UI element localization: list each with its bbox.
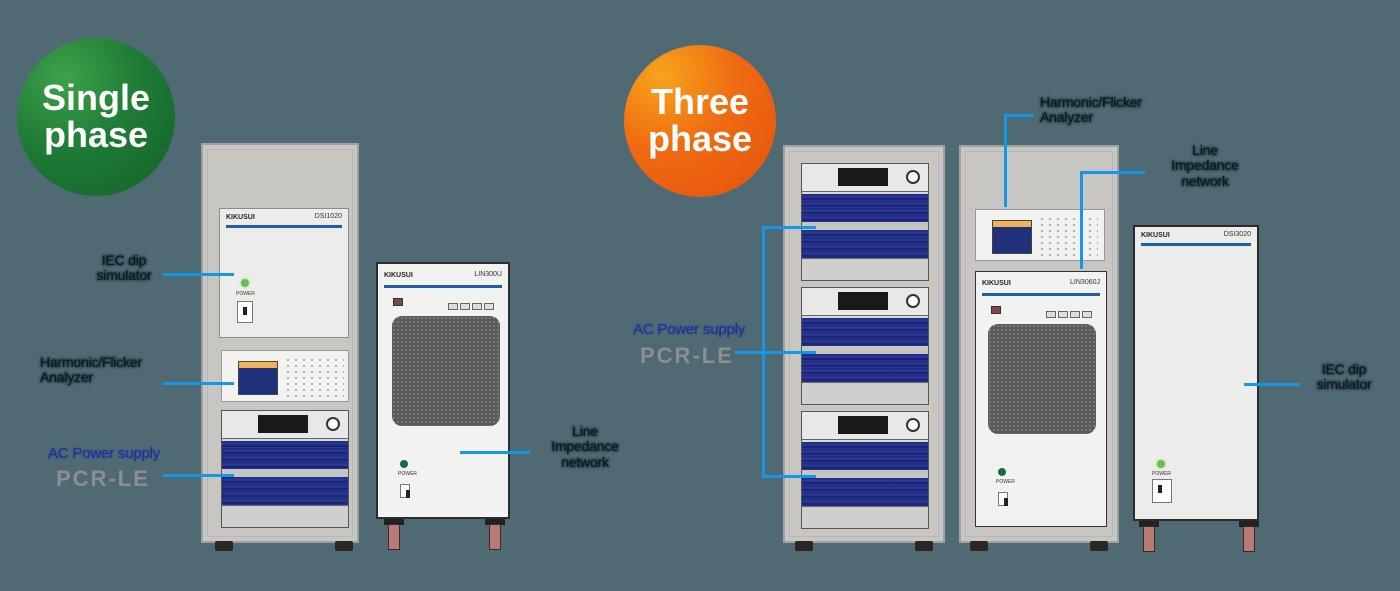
ventilation-grille <box>988 324 1096 434</box>
brand-logo: KIKUSUI <box>982 280 1011 287</box>
ventilation-grille <box>392 316 500 426</box>
three-phase-lin-rack: KIKUSUI LIN3060J POWER <box>959 145 1119 543</box>
model-label: LIN3060J <box>1070 279 1100 286</box>
power-switch[interactable] <box>1152 479 1172 503</box>
harmonic-flicker-analyzer <box>975 209 1105 261</box>
power-label: POWER <box>996 479 1015 485</box>
line-impedance-network-unit: KIKUSUI LIN300U POWER <box>376 262 510 519</box>
three-phase-psu-rack <box>783 145 945 543</box>
ac-power-supply-2 <box>801 287 929 405</box>
ac-power-supply <box>221 410 349 528</box>
single-phase-badge: Single phase <box>17 38 175 196</box>
power-switch[interactable] <box>998 492 1008 506</box>
badge-text: Three <box>650 81 750 123</box>
ac-power-supply-3 <box>801 411 929 529</box>
power-led-icon <box>1157 460 1165 468</box>
dip-simulator-unit: KIKUSUI DSI3020 POWER <box>1133 225 1259 521</box>
harmonic-flicker-analyzer <box>221 350 349 402</box>
power-label: POWER <box>398 471 417 477</box>
model-label: LIN300U <box>474 271 502 278</box>
brand-logo: KIKUSUI <box>226 214 255 221</box>
power-switch[interactable] <box>237 301 253 323</box>
callout-ac-supply: AC Power supply <box>633 321 746 338</box>
power-led-icon <box>400 460 408 468</box>
brand-logo: KIKUSUI <box>1141 232 1170 239</box>
badge-text: phase <box>647 118 753 159</box>
line-impedance-network-unit: KIKUSUI LIN3060J POWER <box>975 271 1107 527</box>
ac-supply-model: PCR-LE <box>56 466 150 491</box>
power-led-icon <box>241 279 249 287</box>
power-switch[interactable] <box>400 484 410 498</box>
single-phase-rack: KIKUSUI DSI1020 POWER <box>201 143 359 543</box>
model-label: DSI3020 <box>1223 231 1251 238</box>
dip-simulator-panel: KIKUSUI DSI1020 POWER <box>219 208 349 338</box>
three-phase-badge: Three phase <box>624 45 776 197</box>
brand-logo: KIKUSUI <box>384 272 413 279</box>
power-label: POWER <box>1152 471 1171 477</box>
ac-supply-model: PCR-LE <box>640 343 734 368</box>
model-label: DSI1020 <box>314 213 342 220</box>
ac-power-supply-1 <box>801 163 929 281</box>
power-label: POWER <box>236 291 255 297</box>
callout-ac-supply: AC Power supply <box>48 445 161 462</box>
power-led-icon <box>998 468 1006 476</box>
badge-text: Single <box>41 77 151 119</box>
badge-text: phase <box>43 114 149 155</box>
